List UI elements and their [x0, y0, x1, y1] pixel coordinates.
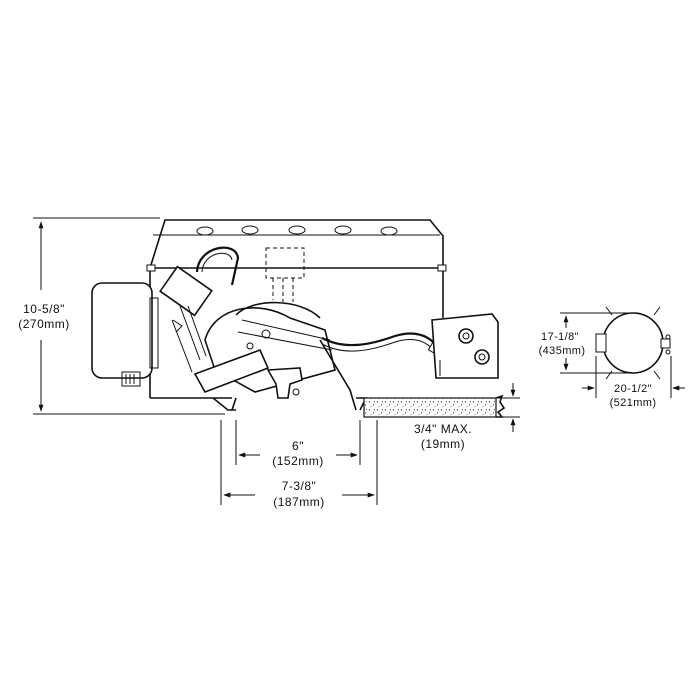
plan-housing-circle	[602, 312, 664, 374]
lamp-assembly	[172, 301, 336, 399]
dashed-socket	[265, 247, 305, 302]
dimension-height: 10-5/8" (270mm)	[18, 217, 225, 415]
ceiling-section	[363, 394, 506, 418]
aperture-imperial-label: 6"	[292, 439, 304, 453]
trim-cone	[212, 339, 368, 411]
dimension-cutout: 7-3/8" (187mm)	[220, 420, 378, 509]
dimension-aperture: 6" (152mm)	[235, 420, 361, 468]
cutout-imperial-label: 7-3/8"	[282, 479, 317, 493]
wire-loop	[159, 246, 240, 373]
dimension-plan-width: 20-1/2" (521mm)	[582, 356, 685, 409]
cutout-metric-label: (187mm)	[273, 495, 325, 509]
ballast-box	[91, 282, 159, 387]
plan-view: 17-1/8" (435mm) 20-1/2" (521mm)	[539, 306, 685, 409]
dimension-ceiling: 3/4" MAX. (19mm)	[414, 383, 520, 451]
plan-width-metric-label: (521mm)	[610, 397, 657, 409]
plan-depth-metric-label: (435mm)	[539, 345, 586, 357]
height-metric-label: (270mm)	[18, 317, 70, 331]
dimension-plan-depth: 17-1/8" (435mm)	[539, 312, 630, 374]
plan-depth-imperial-label: 17-1/8"	[541, 331, 579, 343]
ceiling-metric-label: (19mm)	[421, 437, 465, 451]
plan-width-imperial-label: 20-1/2"	[614, 383, 652, 395]
junction-box	[431, 313, 499, 379]
aperture-metric-label: (152mm)	[272, 454, 324, 468]
height-imperial-label: 10-5/8"	[23, 302, 65, 316]
elevation-view: 10-5/8" (270mm) 6" (152mm) 7-3/8" (187mm…	[18, 217, 520, 509]
knockout-holes	[196, 225, 398, 236]
plan-ballast-tab	[595, 333, 607, 353]
cable	[321, 332, 447, 358]
ceiling-imperial-label: 3/4" MAX.	[414, 422, 472, 436]
plan-junction-tab	[660, 338, 671, 349]
